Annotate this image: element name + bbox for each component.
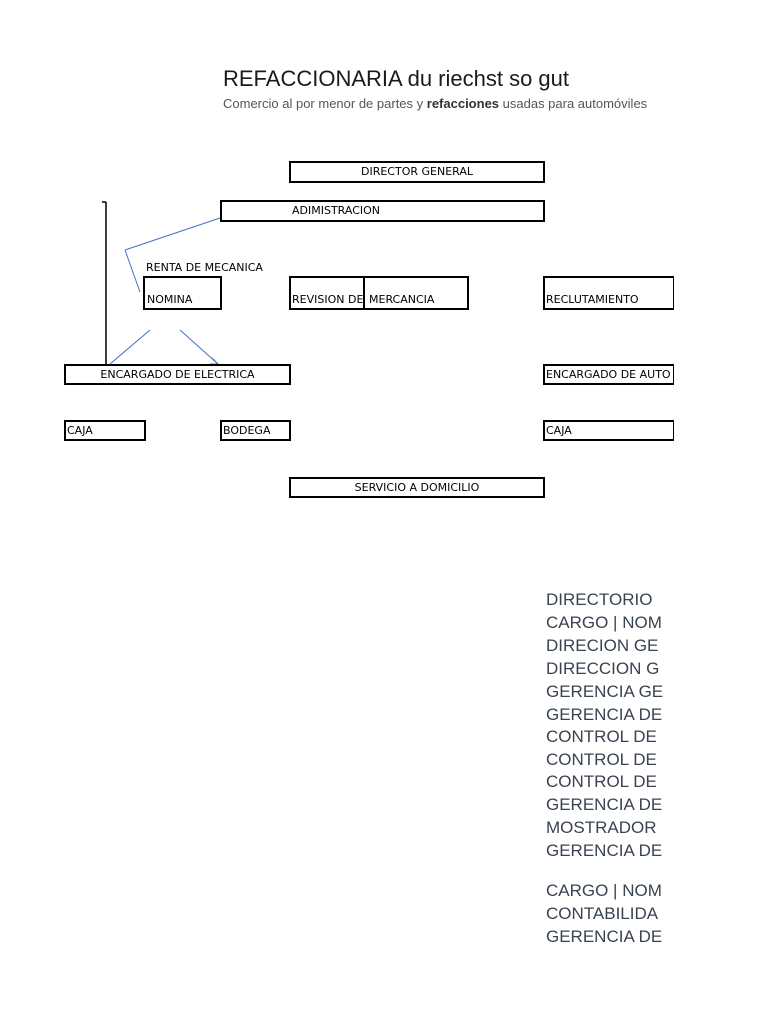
subtitle-text-pre: Comercio al por menor de partes y [223, 96, 427, 111]
box-revision-de: REVISION DE [289, 276, 365, 310]
box-nomina: NOMINA [143, 276, 222, 310]
directory-line: DIRECCION G [546, 659, 660, 678]
box-encargado-auto: ENCARGADO DE AUTO [543, 364, 674, 385]
box-caja-right: CAJA [543, 420, 674, 441]
content-area: REFACCIONARIA du riechst so gut Comercio… [64, 66, 674, 946]
box-administracion: ADIMISTRACION [220, 200, 545, 222]
box-revision-de-label: REVISION DE [292, 293, 364, 306]
directory-heading: DIRECTORIO [546, 590, 653, 609]
box-director-general: DIRECTOR GENERAL [289, 161, 545, 183]
directory-line: GERENCIA DE [546, 705, 663, 724]
directory-line: CARGO | NOM [546, 613, 662, 632]
box-encargado-electrica: ENCARGADO DE ELECTRICA [64, 364, 291, 385]
box-nomina-label: NOMINA [147, 293, 193, 306]
connector-nomina-to-electrica-left [109, 329, 151, 365]
document-title: REFACCIONARIA du riechst so gut [223, 66, 570, 91]
directory-line: GERENCIA GE [546, 682, 664, 701]
subtitle-text-bold: refacciones [426, 96, 500, 111]
connector-admin-to-nomina [124, 217, 221, 251]
directory-line: GERENCIA DE [546, 795, 663, 814]
directory-line: CONTROL DE [546, 727, 657, 746]
directory-line: CONTROL DE [546, 750, 657, 769]
box-mercancia: MERCANCIA [363, 276, 469, 310]
label-renta-mecanica: RENTA DE MECANICA [146, 261, 263, 274]
directory-line: DIRECION GE [546, 636, 659, 655]
subtitle-text-post: usadas para automóviles [499, 96, 648, 111]
box-servicio-domicilio: SERVICIO A DOMICILIO [289, 477, 545, 498]
box-reclutamiento-label: RECLUTAMIENTO [546, 293, 639, 306]
directory-line: CONTROL DE [546, 772, 657, 791]
directory-line-second-block: GERENCIA DE [546, 927, 663, 946]
box-administracion-label: ADIMISTRACION [292, 204, 381, 217]
directory-line: GERENCIA DE [546, 841, 663, 860]
connector-lines [102, 201, 221, 366]
box-bodega: BODEGA [220, 420, 291, 441]
directory-line-second-block: CARGO | NOM [546, 881, 662, 900]
directory-line-second-block: CONTABILIDA [546, 904, 659, 923]
box-mercancia-label: MERCANCIA [369, 293, 435, 306]
document-subtitle: Comercio al por menor de partes y refacc… [223, 96, 647, 111]
box-caja-left: CAJA [64, 420, 146, 441]
connector-admin-to-nomina-down [124, 249, 141, 293]
box-reclutamiento: RECLUTAMIENTO [543, 276, 674, 310]
directory-line: MOSTRADOR [546, 818, 657, 837]
